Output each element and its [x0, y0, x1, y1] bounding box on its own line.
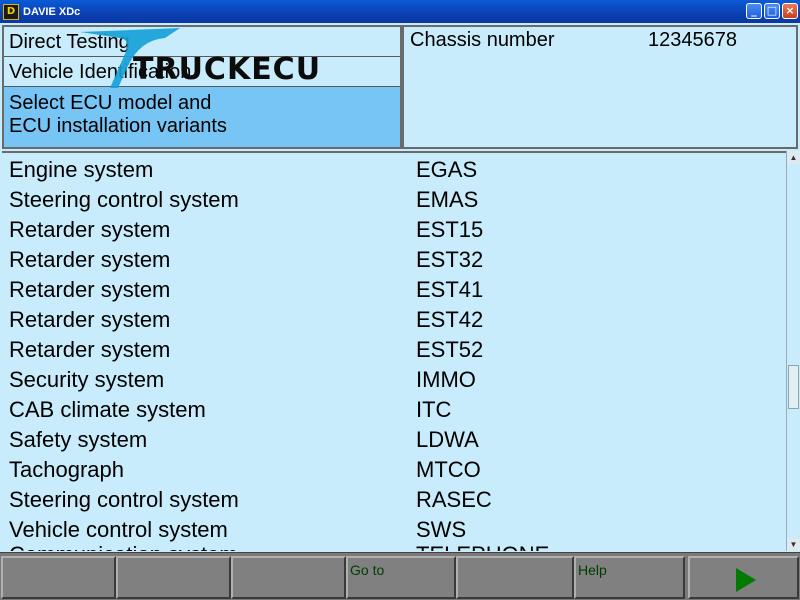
ecu-code: EST32 — [416, 247, 484, 272]
list-row[interactable]: Retarder system EST42 — [2, 305, 786, 335]
menu-panel: Direct Testing Vehicle Identification Se… — [2, 25, 402, 149]
ecu-code: SWS — [416, 517, 467, 542]
scroll-up-icon[interactable]: ▲ — [787, 151, 800, 164]
ecu-code: EST42 — [416, 307, 484, 332]
ecu-code: EST15 — [416, 217, 484, 242]
ecu-code: EGAS — [416, 157, 478, 182]
system-name: Steering control system — [9, 187, 239, 212]
chassis-number-value: 12345678 — [648, 29, 737, 51]
menu-item-select-ecu-model[interactable]: Select ECU model and ECU installation va… — [4, 87, 400, 147]
ecu-code: EST52 — [416, 337, 484, 362]
system-name: Steering control system — [9, 487, 239, 512]
system-name: Retarder system — [9, 277, 171, 302]
ecu-system-list: Engine system EGAS Steering control syste… — [2, 151, 786, 551]
minimize-button[interactable]: _ — [746, 3, 762, 19]
scrollbar-thumb[interactable] — [788, 365, 799, 409]
list-row[interactable]: Retarder system EST15 — [2, 215, 786, 245]
fkey-3[interactable] — [231, 556, 346, 599]
list-row[interactable]: Retarder system EST32 — [2, 245, 786, 275]
system-name: Retarder system — [9, 217, 171, 242]
ecu-code: IMMO — [416, 367, 476, 392]
list-row[interactable]: Vehicle control system SWS — [2, 515, 786, 545]
system-name: Retarder system — [9, 247, 171, 272]
window-controls: _ □ × — [746, 3, 798, 19]
help-label: Help — [578, 562, 607, 578]
window-title: DAVIE XDc — [23, 5, 81, 18]
ecu-code: TELEPHONE — [416, 542, 549, 551]
system-name: CAB climate system — [9, 397, 206, 422]
watermark-text: TRUCKECU — [133, 52, 322, 87]
chassis-panel: Chassis number 12345678 — [402, 25, 798, 149]
fkey-1[interactable] — [1, 556, 116, 599]
help-button[interactable]: Help — [574, 556, 685, 599]
system-name: Vehicle control system — [9, 517, 228, 542]
ecu-code: EST41 — [416, 277, 484, 302]
ecu-code: ITC — [416, 397, 452, 422]
ecu-code: MTCO — [416, 457, 481, 482]
go-to-button[interactable]: Go to — [346, 556, 456, 599]
system-name: Retarder system — [9, 337, 171, 362]
chassis-number-label: Chassis number — [410, 29, 555, 51]
go-to-label: Go to — [350, 562, 385, 578]
list-row[interactable]: Security system IMMO — [2, 365, 786, 395]
close-button[interactable]: × — [782, 3, 798, 19]
system-name: Engine system — [9, 157, 154, 182]
system-name: Safety system — [9, 427, 148, 452]
list-row[interactable]: Safety system LDWA — [2, 425, 786, 455]
menu-item-line-1: Select ECU model and — [9, 92, 212, 114]
ecu-code: RASEC — [416, 487, 492, 512]
list-row[interactable]: Retarder system EST41 — [2, 275, 786, 305]
ecu-code: EMAS — [416, 187, 479, 212]
app-logo-icon: D — [3, 3, 19, 20]
list-row[interactable]: Engine system EGAS — [2, 155, 786, 185]
list-row[interactable]: CAB climate system ITC — [2, 395, 786, 425]
list-row[interactable]: Tachograph MTCO — [2, 455, 786, 485]
fkey-5[interactable] — [456, 556, 574, 599]
fkey-2[interactable] — [116, 556, 231, 599]
ecu-code: LDWA — [416, 427, 479, 452]
menu-item-line-2: ECU installation variants — [9, 115, 227, 137]
system-name: Security system — [9, 367, 165, 392]
scroll-down-icon[interactable]: ▼ — [787, 538, 800, 551]
list-row[interactable]: Retarder system EST52 — [2, 335, 786, 365]
maximize-button[interactable]: □ — [764, 3, 780, 19]
list-scrollbar[interactable]: ▲ ▼ — [786, 151, 800, 551]
list-row[interactable]: Steering control system EMAS — [2, 185, 786, 215]
list-row[interactable]: Steering control system RASEC — [2, 485, 786, 515]
system-name: Retarder system — [9, 307, 171, 332]
function-key-bar: Go to Help — [0, 552, 800, 600]
title-bar: D DAVIE XDc _ □ × — [0, 0, 800, 23]
next-button[interactable] — [688, 556, 799, 599]
play-icon — [736, 568, 756, 592]
system-name: Communication system — [9, 542, 238, 551]
system-name: Tachograph — [9, 457, 124, 482]
list-row[interactable]: Communication system TELEPHONE — [2, 540, 786, 551]
